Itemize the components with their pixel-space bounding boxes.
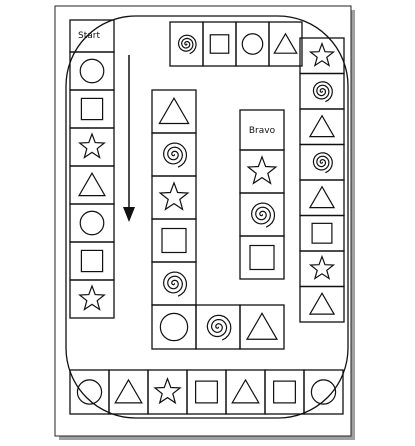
inner-left-cell-spiral-icon <box>162 142 188 168</box>
inner-bottom-cell-spiral-icon <box>206 314 232 341</box>
inner-left-cell-spiral-icon <box>162 271 188 297</box>
left-column-cell-star-icon <box>78 132 106 159</box>
right-column-cell-triangle-icon <box>308 114 336 138</box>
inner-right-cell-square-icon <box>249 244 275 271</box>
outer-track-frame <box>65 15 349 419</box>
direction-arrow-head <box>123 207 135 222</box>
top-row-cell-circle-icon <box>241 33 264 55</box>
bottom-row-cell-circle-icon <box>310 379 337 405</box>
top-row-cell[interactable] <box>268 21 303 67</box>
bottom-row-cell-square-icon <box>195 380 218 404</box>
left-column-cell-square-icon <box>80 97 104 121</box>
left-column-cell-triangle-icon <box>78 172 106 197</box>
right-column-cell[interactable] <box>299 285 345 323</box>
inner-right-cell-spiral-icon <box>250 202 276 228</box>
start-label: Start <box>78 31 100 41</box>
left-column-cell[interactable] <box>69 279 115 319</box>
inner-bottom-cell-triangle-icon <box>245 312 279 340</box>
top-row-cell-spiral-icon <box>177 34 197 55</box>
right-column-cell-spiral-icon <box>312 152 333 174</box>
inner-left-cell-star-icon <box>158 181 190 211</box>
finish-label: Bravo <box>249 126 276 136</box>
right-column-cell-star-icon <box>308 254 336 280</box>
left-column-cell-circle-icon <box>79 210 105 236</box>
right-column-cell-triangle-icon <box>308 185 336 209</box>
bottom-row-cell[interactable] <box>303 369 344 415</box>
bottom-row-cell-triangle-icon <box>114 378 143 404</box>
page <box>54 5 352 437</box>
right-column-cell-triangle-icon <box>308 292 336 315</box>
left-column-cell-star-icon <box>78 284 106 311</box>
bottom-row-cell-square-icon <box>273 380 296 404</box>
left-column-cell-circle-icon <box>79 58 105 84</box>
inner-right-cell-star-icon <box>246 155 278 185</box>
inner-bottom-cell-circle-icon <box>159 312 189 342</box>
inner-left-cell-triangle-icon <box>158 96 190 125</box>
right-column-cell-star-icon <box>308 41 336 67</box>
bottom-row-cell-circle-icon <box>76 379 103 405</box>
bottom-row-cell-triangle-icon <box>231 378 260 404</box>
inner-left-cell-square-icon <box>161 227 187 254</box>
inner-bottom-cell[interactable] <box>239 304 285 350</box>
top-row-cell-square-icon <box>209 34 230 54</box>
right-column-cell-square-icon <box>311 222 333 244</box>
inner-right-cell[interactable] <box>239 235 285 280</box>
top-row-cell-triangle-icon <box>273 32 298 54</box>
bottom-row-cell-star-icon <box>153 376 182 405</box>
right-column-cell-spiral-icon <box>312 81 333 103</box>
left-column-cell-square-icon <box>80 249 104 273</box>
